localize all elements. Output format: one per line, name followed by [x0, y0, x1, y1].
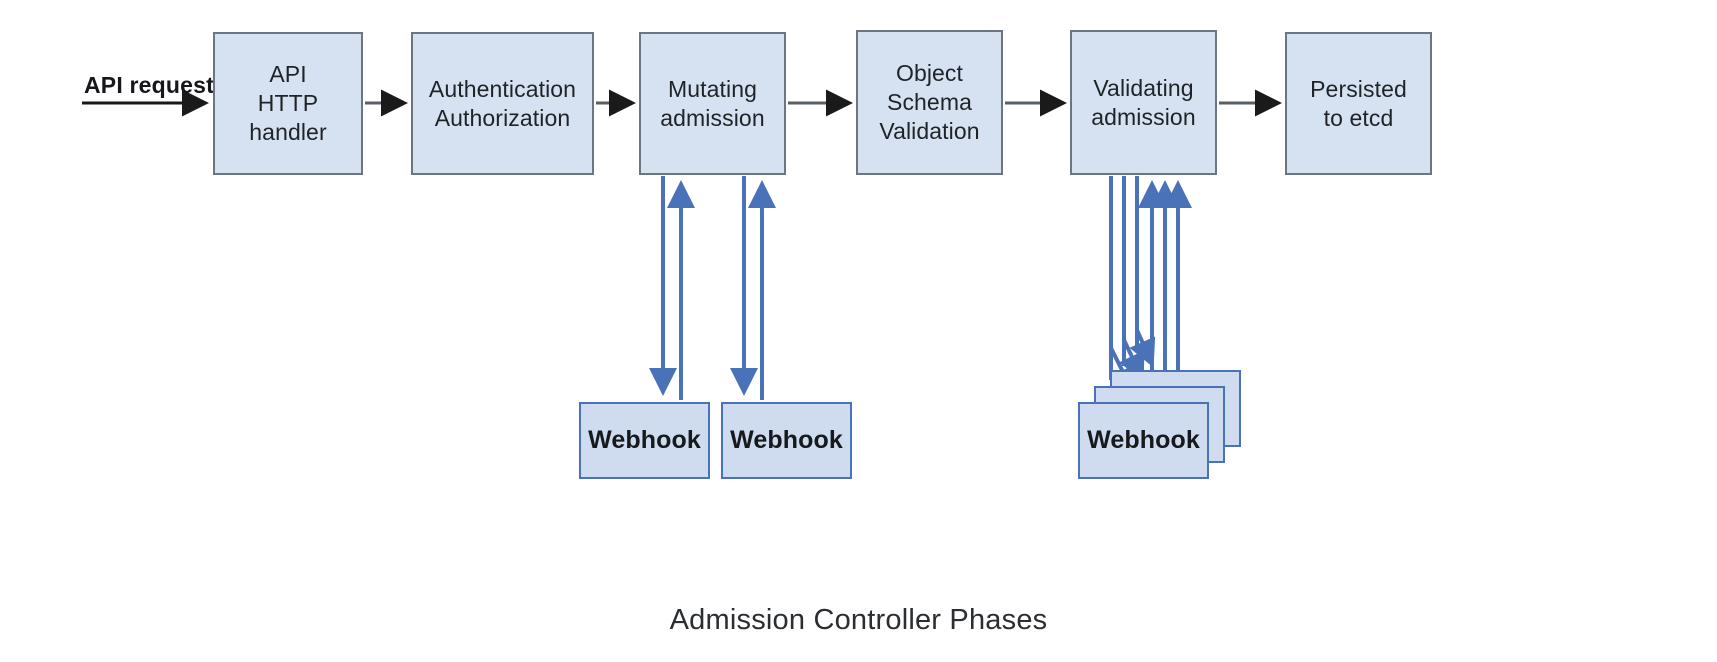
webhook-label: Webhook: [1087, 425, 1200, 454]
node-api-http-handler[interactable]: API HTTP handler: [213, 32, 363, 175]
arrow-validating-to-webhook-stack-2: [1119, 176, 1145, 382]
node-label: Authentication Authorization: [428, 75, 577, 131]
diagram-caption: Admission Controller Phases: [669, 604, 1048, 636]
arrow-validating-to-webhook-stack-3: [1129, 176, 1156, 368]
node-label: Mutating admission: [660, 75, 765, 131]
arrow-validating-to-webhook-stack-1: [1109, 176, 1135, 396]
api-request-label: API request: [84, 72, 215, 98]
node-label: Validating admission: [1091, 74, 1196, 130]
node-object-schema-validation[interactable]: Object Schema Validation: [856, 30, 1003, 175]
node-label: API HTTP handler: [249, 61, 327, 145]
node-persisted-to-etcd[interactable]: Persisted to etcd: [1285, 32, 1432, 175]
webhook-label: Webhook: [730, 425, 843, 454]
node-label: Object Schema Validation: [879, 60, 980, 144]
node-authentication-authorization[interactable]: Authentication Authorization: [411, 32, 594, 175]
node-webhook-mutating-2[interactable]: Webhook: [721, 402, 852, 479]
node-webhook-validating-1[interactable]: Webhook: [1078, 402, 1209, 479]
webhook-label: Webhook: [588, 425, 701, 454]
node-mutating-admission[interactable]: Mutating admission: [639, 32, 786, 175]
node-validating-admission[interactable]: Validating admission: [1070, 30, 1217, 175]
node-label: Persisted to etcd: [1310, 75, 1407, 131]
node-webhook-mutating-1[interactable]: Webhook: [579, 402, 710, 479]
